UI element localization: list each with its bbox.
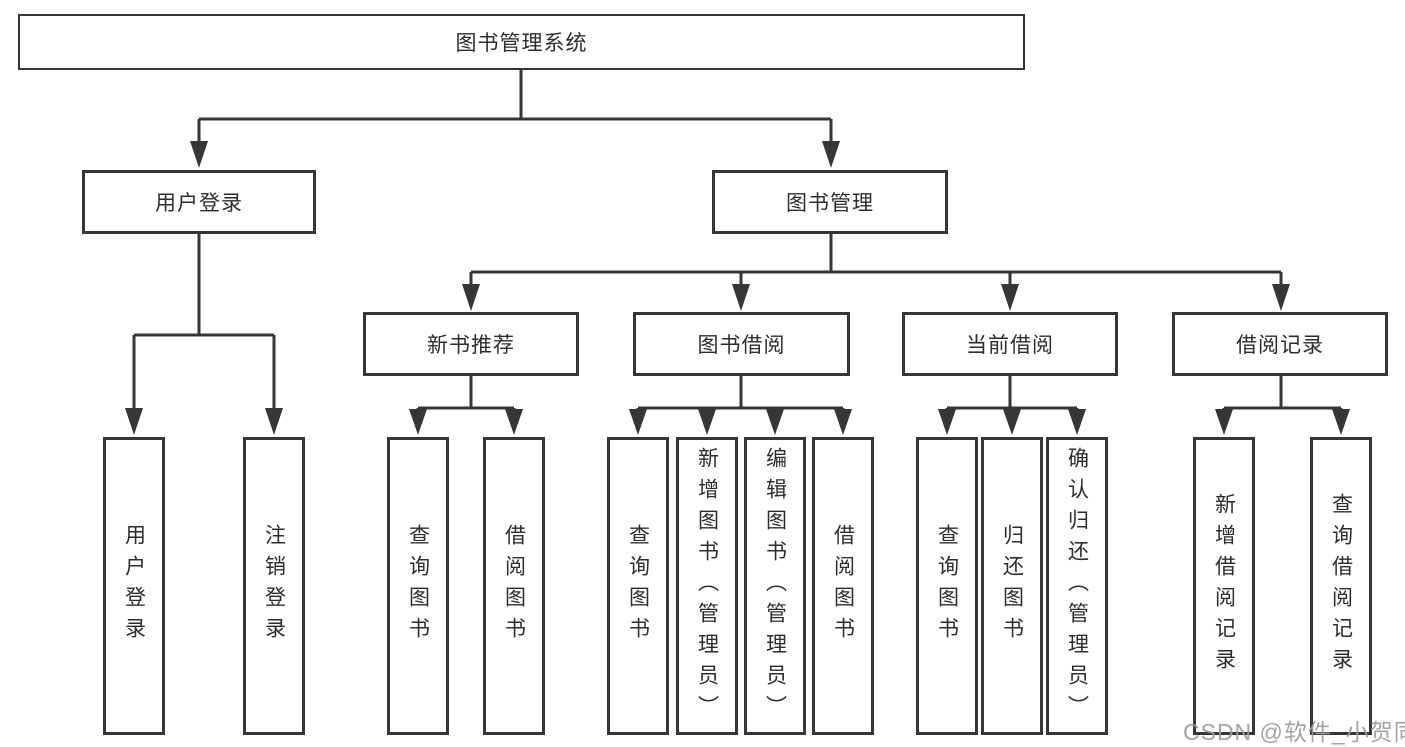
leaf-edit-book-admin: 编辑图书（管理员） xyxy=(744,437,806,735)
leaf-borrow-books-recommend: 借阅图书 xyxy=(483,437,545,735)
leaf-query-borrow-record-label: 查询借阅记录 xyxy=(1329,493,1353,679)
leaf-borrow-books-borrowing-label: 借阅图书 xyxy=(831,524,855,648)
node-user-login: 用户登录 xyxy=(82,170,316,234)
watermark: CSDN @软件_小贺同学 xyxy=(1183,719,1405,745)
leaf-add-borrow-record-label: 新增借阅记录 xyxy=(1212,493,1236,679)
leaf-query-books-borrowing: 查询图书 xyxy=(607,437,669,735)
leaf-user-login-label: 用户登录 xyxy=(122,524,146,648)
leaf-confirm-return-admin-label: 确认归还（管理员） xyxy=(1065,446,1089,726)
leaf-logout-label: 注销登录 xyxy=(262,524,286,648)
leaf-logout: 注销登录 xyxy=(243,437,305,735)
leaf-query-books-current: 查询图书 xyxy=(916,437,978,735)
leaf-query-books-borrowing-label: 查询图书 xyxy=(626,524,650,648)
leaf-return-books: 归还图书 xyxy=(981,437,1043,735)
leaf-borrow-books-borrowing: 借阅图书 xyxy=(812,437,874,735)
leaf-query-books-current-label: 查询图书 xyxy=(935,524,959,648)
leaf-confirm-return-admin: 确认归还（管理员） xyxy=(1046,437,1108,735)
node-book-management-label: 图书管理 xyxy=(786,192,874,215)
node-new-book-recommend: 新书推荐 xyxy=(363,312,579,376)
leaf-add-book-admin-label: 新增图书（管理员） xyxy=(695,446,719,726)
leaf-return-books-label: 归还图书 xyxy=(1000,524,1024,648)
node-user-login-label: 用户登录 xyxy=(155,192,243,215)
node-current-borrowing: 当前借阅 xyxy=(902,312,1118,376)
node-current-borrowing-label: 当前借阅 xyxy=(966,334,1054,357)
node-new-book-recommend-label: 新书推荐 xyxy=(427,334,515,357)
leaf-borrow-books-recommend-label: 借阅图书 xyxy=(502,524,526,648)
root-node-label: 图书管理系统 xyxy=(455,32,588,55)
node-book-borrowing-label: 图书借阅 xyxy=(697,334,786,357)
node-borrowing-records-label: 借阅记录 xyxy=(1236,334,1324,357)
node-book-borrowing: 图书借阅 xyxy=(633,312,850,376)
node-borrowing-records: 借阅记录 xyxy=(1172,312,1388,376)
node-book-management: 图书管理 xyxy=(712,170,948,234)
leaf-add-book-admin: 新增图书（管理员） xyxy=(676,437,738,735)
root-node: 图书管理系统 xyxy=(18,14,1025,70)
leaf-query-books-recommend-label: 查询图书 xyxy=(406,524,430,648)
leaf-query-borrow-record: 查询借阅记录 xyxy=(1310,437,1372,735)
leaf-user-login: 用户登录 xyxy=(103,437,165,735)
leaf-edit-book-admin-label: 编辑图书（管理员） xyxy=(763,446,787,726)
leaf-query-books-recommend: 查询图书 xyxy=(387,437,449,735)
leaf-add-borrow-record: 新增借阅记录 xyxy=(1193,437,1255,735)
